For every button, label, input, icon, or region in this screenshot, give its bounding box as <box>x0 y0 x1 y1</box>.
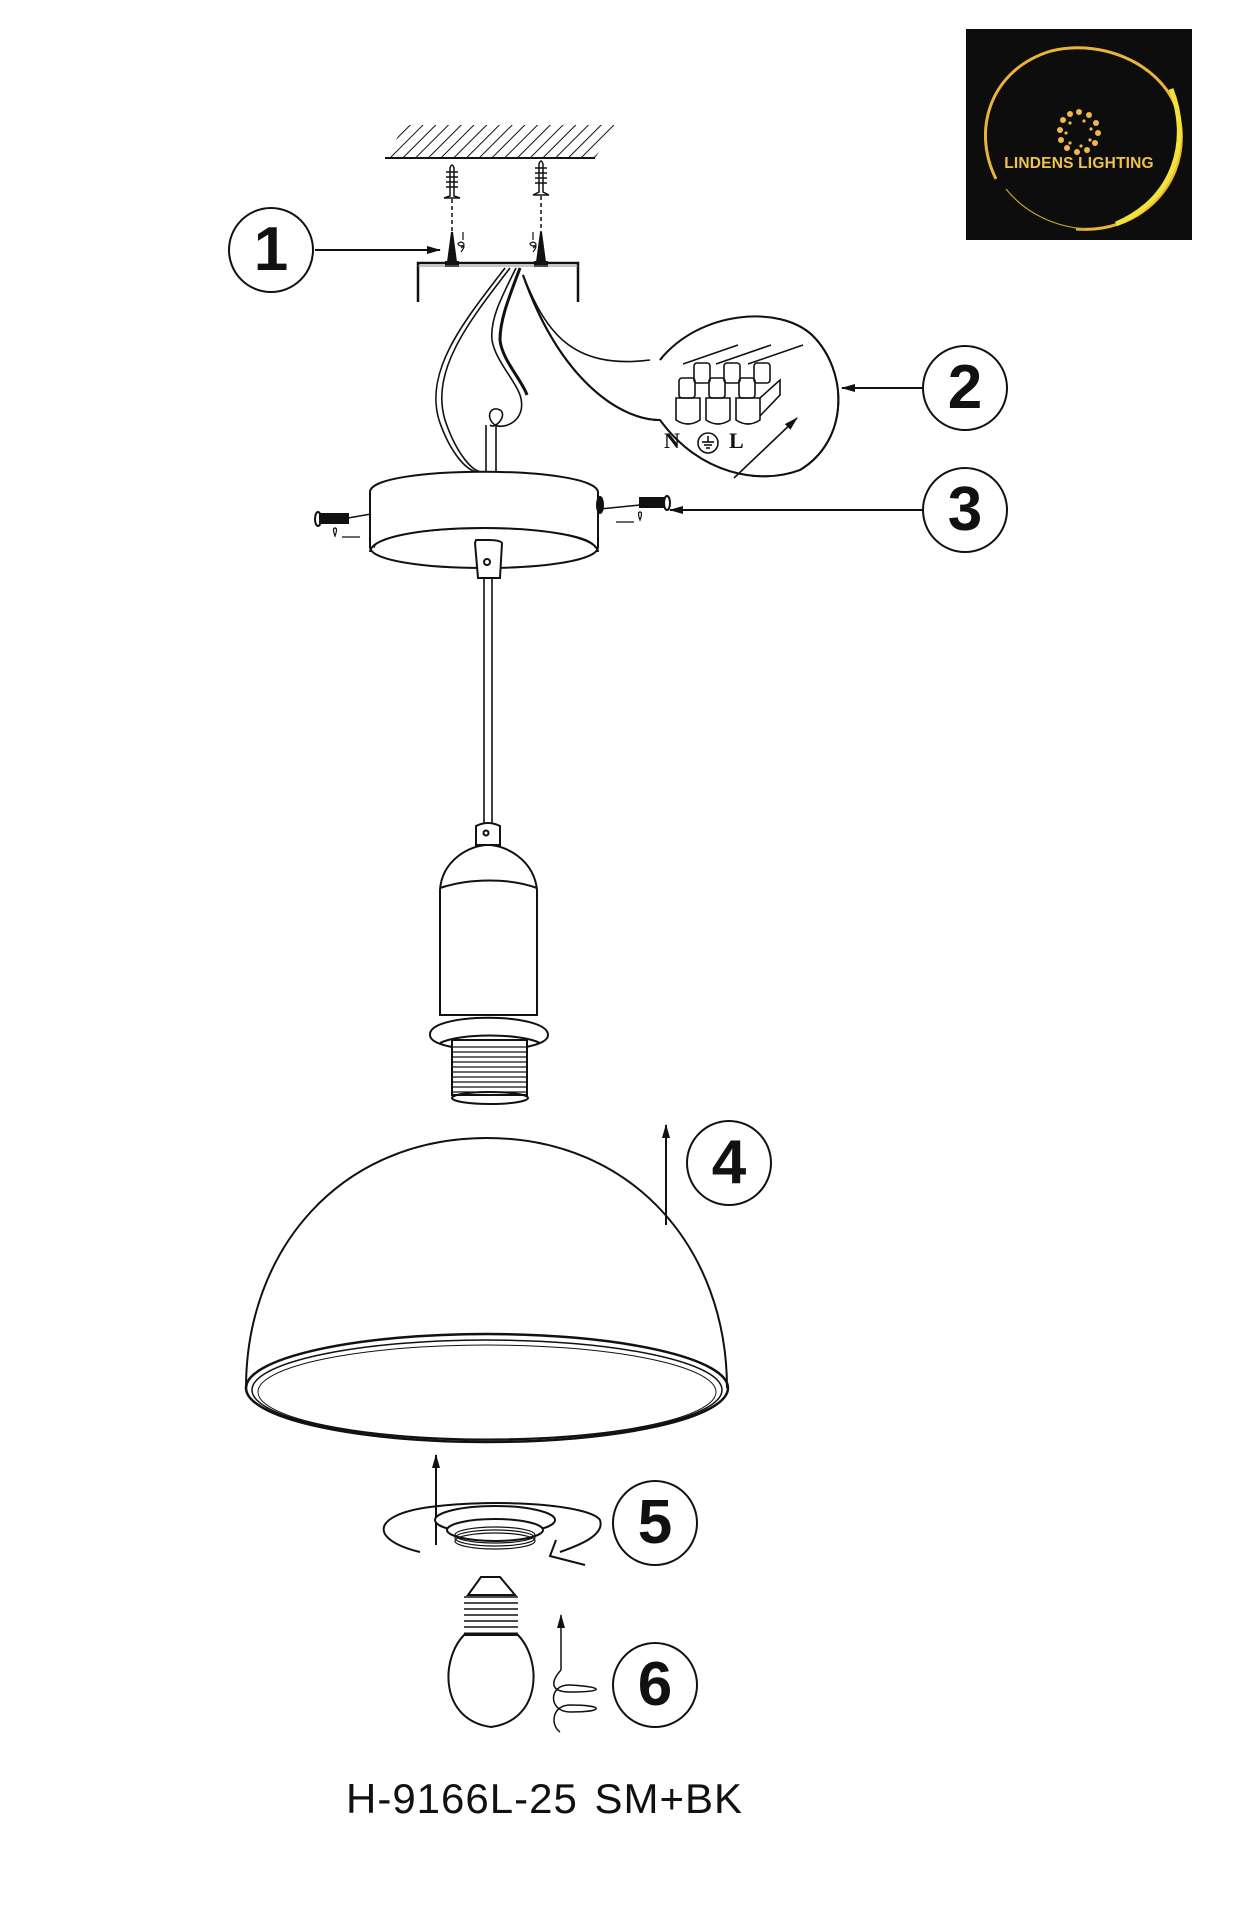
suspension-cord <box>483 578 493 826</box>
callout-1: 1 <box>228 207 314 293</box>
canopy-screw-icon <box>314 495 671 538</box>
wire-label-neutral: N <box>664 428 680 453</box>
screw-icon <box>445 231 548 267</box>
logo-ring-icon <box>983 46 1183 231</box>
callout-leaders <box>315 246 922 514</box>
brand-name: LINDENS LIGHTING <box>1004 155 1154 172</box>
callout-3: 3 <box>922 467 1008 553</box>
brand-logo: LINDENS LIGHTING <box>966 29 1192 240</box>
wire-label-live: L <box>729 428 744 453</box>
light-bulb-icon <box>447 1576 597 1733</box>
terminal-block-detail <box>522 274 840 479</box>
mounting-bracket <box>416 261 580 302</box>
callout-4: 4 <box>686 1120 772 1206</box>
ceiling-surface <box>385 125 617 159</box>
ceiling-canopy <box>369 470 604 579</box>
model-number: H-9166L-25 SM+BK <box>346 1775 744 1822</box>
sunburst-dots-icon <box>1057 109 1101 155</box>
wires <box>435 267 651 473</box>
dome-shade <box>244 1136 730 1444</box>
callout-5: 5 <box>612 1480 698 1566</box>
wall-plug-icon <box>443 160 550 232</box>
lamp-holder <box>428 822 550 1105</box>
shade-ring <box>382 1454 602 1566</box>
callout-2: 2 <box>922 345 1008 431</box>
callout-6: 6 <box>612 1642 698 1728</box>
